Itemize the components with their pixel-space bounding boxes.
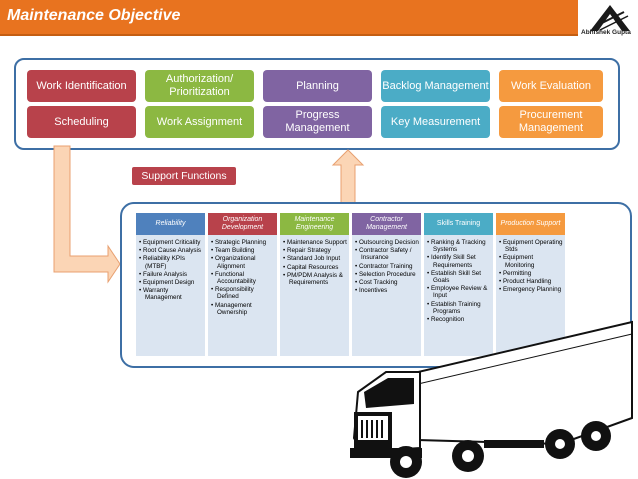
list-item: Emergency Planning <box>499 286 563 293</box>
support-functions-label: Support Functions <box>132 167 236 185</box>
tile-work-evaluation: Work Evaluation <box>499 70 603 102</box>
column-header: Maintenance Engineering <box>280 213 349 235</box>
truck-bumper <box>350 448 422 458</box>
list-item: Identify Skill Set Requirements <box>427 254 491 268</box>
list-item: Outsourcing Decision <box>355 239 419 246</box>
tile-planning: Planning <box>263 70 372 102</box>
list-item: Strategic Planning <box>211 239 275 246</box>
tile-progress-management: Progress Management <box>263 106 372 138</box>
column-header: Contractor Management <box>352 213 421 235</box>
column-header: Skills Training <box>424 213 493 235</box>
up-arrow <box>331 149 365 204</box>
tile-work-assignment: Work Assignment <box>145 106 254 138</box>
tile-authorization-prioritization: Authorization/ Prioritization <box>145 70 254 102</box>
list-item: Selection Procedure <box>355 271 419 278</box>
column-organization-development: Organization Development Strategic Plann… <box>208 213 277 356</box>
list-item: Equipment Operating Stds <box>499 239 563 253</box>
list-item: Repair Strategy <box>283 247 347 254</box>
list-item: Warranty Management <box>139 287 203 301</box>
list-item: Organizational Alignment <box>211 255 275 269</box>
list-item: Responsibility Defined <box>211 286 275 300</box>
list-item: Equipment Criticality <box>139 239 203 246</box>
list-item: Equipment Design <box>139 279 203 286</box>
list-item: Establish Skill Set Goals <box>427 270 491 284</box>
list-item: Employee Review & Input <box>427 285 491 299</box>
list-item: Equipment Monitoring <box>499 254 563 268</box>
list-item: PM/PDM Analysis & Requirements <box>283 272 347 286</box>
list-item: Maintenance Support <box>283 239 347 246</box>
list-item: Contractor Training <box>355 263 419 270</box>
list-item: Contractor Safety / Insurance <box>355 247 419 261</box>
list-item: Cost Tracking <box>355 279 419 286</box>
tile-procurement-management: Procurement Management <box>499 106 603 138</box>
column-header: Reliability <box>136 213 205 235</box>
column-header: Organization Development <box>208 213 277 235</box>
list-item: Root Cause Analysis <box>139 247 203 254</box>
list-item: Recognition <box>427 316 491 323</box>
column-maintenance-engineering: Maintenance Engineering Maintenance Supp… <box>280 213 349 356</box>
tile-work-identification: Work Identification <box>27 70 136 102</box>
list-item: Permitting <box>499 270 563 277</box>
tile-scheduling: Scheduling <box>27 106 136 138</box>
column-contractor-management: Contractor Management Outsourcing Decisi… <box>352 213 421 356</box>
column-production-support: Production Support Equipment Operating S… <box>496 213 565 356</box>
logo-icon <box>590 5 630 31</box>
column-skills-training: Skills Training Ranking & Tracking Syste… <box>424 213 493 356</box>
list-item: Ranking & Tracking Systems <box>427 239 491 253</box>
list-item: Establish Training Programs <box>427 301 491 315</box>
list-item: Team Building <box>211 247 275 254</box>
list-item: Capital Resources <box>283 264 347 271</box>
list-item: Standard Job Input <box>283 255 347 262</box>
tile-backlog-management: Backlog Management <box>381 70 490 102</box>
page-title: Maintenance Objective <box>7 7 181 24</box>
list-item: Functional Accountability <box>211 271 275 285</box>
list-item: Reliability KPIs (MTBF) <box>139 255 203 269</box>
truck-windshield <box>364 378 414 408</box>
column-header: Production Support <box>496 213 565 235</box>
tile-key-measurement: Key Measurement <box>381 106 490 138</box>
logo-text: Abhishek Gupta <box>581 29 631 36</box>
column-reliability: Reliability Equipment Criticality Root C… <box>136 213 205 356</box>
list-item: Management Ownership <box>211 302 275 316</box>
list-item: Product Handling <box>499 278 563 285</box>
title-bar: Maintenance Objective <box>0 0 578 36</box>
list-item: Failure Analysis <box>139 271 203 278</box>
list-item: Incentives <box>355 287 419 294</box>
